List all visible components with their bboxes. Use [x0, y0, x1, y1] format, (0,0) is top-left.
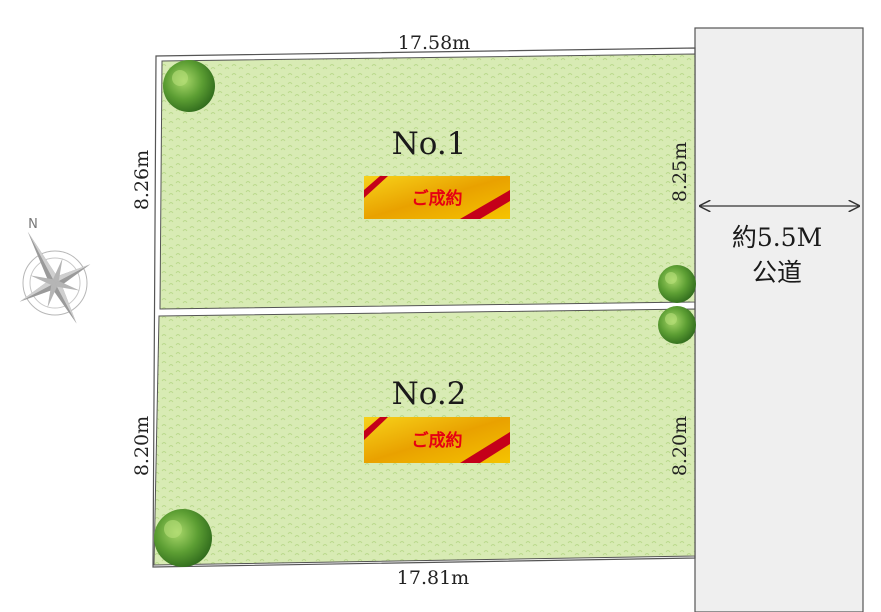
bottom-dimension: 17.81m [397, 567, 469, 589]
tree-icon [154, 509, 212, 567]
lot-2-right-dimension: 8.20m [669, 416, 691, 476]
sold-badge-lot-1: ご成約 [364, 176, 510, 219]
tree-icon [658, 265, 696, 303]
road-width-label: 約5.5M [732, 223, 822, 252]
lot-2-number: No.2 [392, 376, 467, 412]
sold-badge-lot-2: ご成約 [364, 417, 510, 463]
sold-label: ご成約 [412, 188, 463, 209]
lot-2-left-dimension: 8.20m [131, 416, 153, 476]
lot-1-right-dimension: 8.25m [669, 142, 691, 202]
lot-1-left-dimension: 8.26m [131, 150, 153, 210]
top-dimension: 17.58m [398, 32, 470, 54]
tree-icon [163, 60, 215, 112]
lot-1-number: No.1 [392, 126, 467, 162]
tree-icon [658, 306, 696, 344]
road-area [694, 27, 864, 612]
sold-label: ご成約 [412, 430, 463, 451]
compass-rose-icon: N [19, 217, 91, 324]
compass-north-label: N [28, 217, 38, 232]
road-type-label: 公道 [752, 258, 802, 287]
site-boundary [152, 47, 696, 568]
